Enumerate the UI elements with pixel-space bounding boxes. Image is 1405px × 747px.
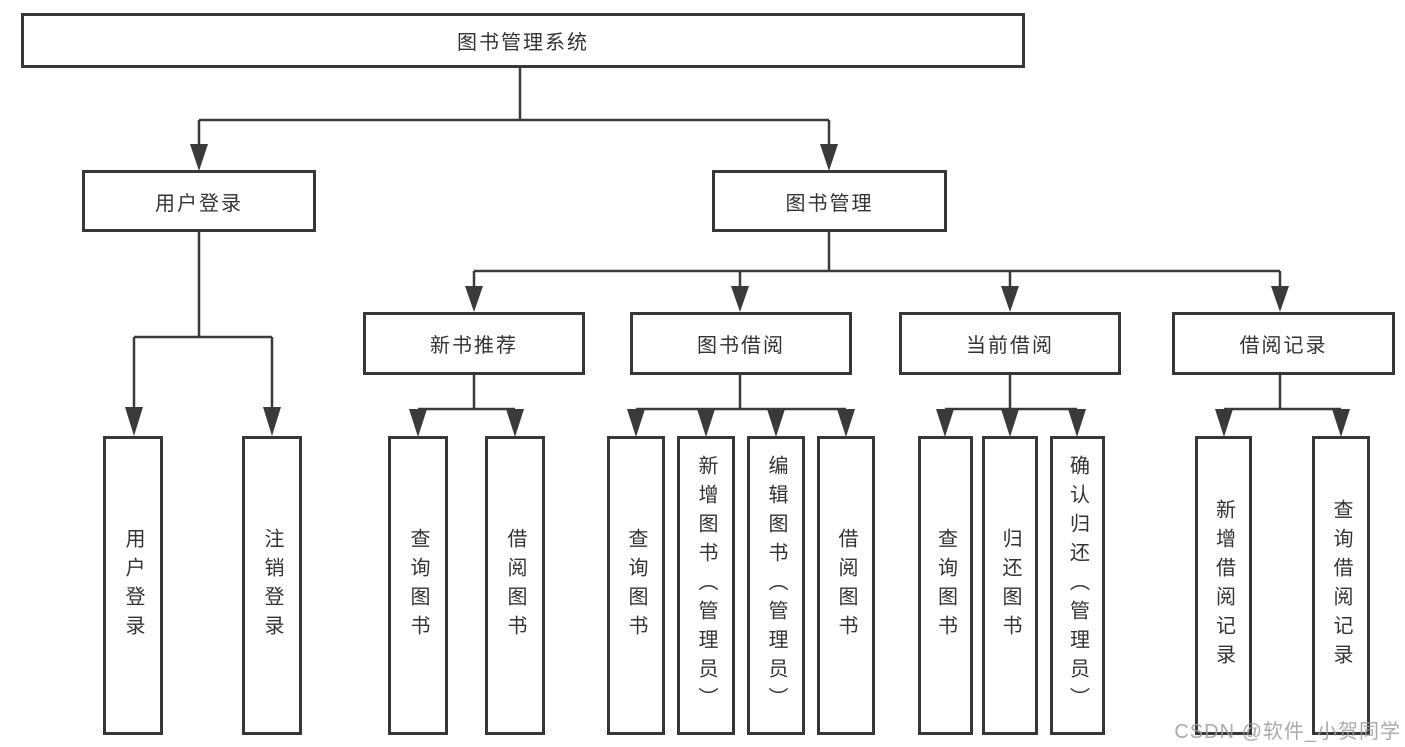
leaf-edit-book-admin: 编辑图书（管理员） xyxy=(747,436,805,735)
node-book-borrowing: 图书借阅 xyxy=(630,312,852,375)
leaf-add-book-admin: 新增图书（管理员） xyxy=(677,436,735,735)
leaf-query-book-current: 查询图书 xyxy=(918,436,973,735)
leaf-query-book-borrowing: 查询图书 xyxy=(607,436,665,735)
leaf-borrow-book-recommend: 借阅图书 xyxy=(485,436,545,735)
leaf-query-borrow-record: 查询借阅记录 xyxy=(1312,436,1370,735)
node-book-management: 图书管理 xyxy=(712,170,947,232)
leaf-query-book-recommend: 查询图书 xyxy=(388,436,448,735)
leaf-borrow-book: 借阅图书 xyxy=(817,436,875,735)
node-borrowing-records: 借阅记录 xyxy=(1172,312,1395,375)
leaf-logout: 注销登录 xyxy=(242,436,302,735)
leaf-add-borrow-record: 新增借阅记录 xyxy=(1195,436,1252,735)
csdn-watermark: CSDN @软件_小贺同学 xyxy=(1174,721,1401,743)
node-current-borrowing: 当前借阅 xyxy=(899,312,1121,375)
arrowheads xyxy=(125,144,1350,437)
node-new-book-recommendation: 新书推荐 xyxy=(363,312,585,375)
leaf-user-login: 用户登录 xyxy=(103,436,163,735)
leaf-confirm-return-admin: 确认归还（管理员） xyxy=(1050,436,1105,735)
node-user-login: 用户登录 xyxy=(82,170,316,232)
node-root: 图书管理系统 xyxy=(21,13,1025,68)
leaf-return-book: 归还图书 xyxy=(982,436,1038,735)
